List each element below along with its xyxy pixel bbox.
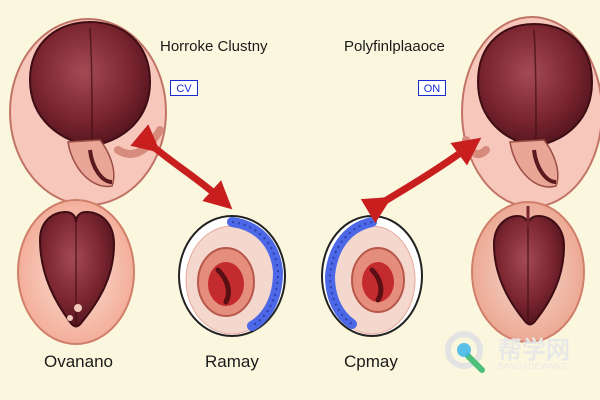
right-title: Polyfinlplaaoce [344,38,445,55]
center-left-cross-section [178,215,286,337]
left-title: Horroke Clustny [160,38,268,55]
watermark-logo [445,331,485,373]
watermark-latin-text: BANGXUEWANG [498,362,568,371]
top-left-organ-illustration [9,18,167,206]
caption-bottom-left: Ovanano [44,352,113,371]
left-double-arrow [130,124,233,210]
bottom-right-organ-illustration [471,201,585,343]
caption-center-right: Cpmay [344,352,398,371]
caption-center-left: Ramay [205,352,259,371]
watermark-chinese-text: 帮学网 [498,336,570,364]
right-badge: ON [418,80,446,96]
bottom-left-organ-illustration [17,199,135,345]
right-double-arrow [360,137,482,224]
top-right-organ-illustration [461,16,600,208]
center-right-cross-section [321,215,423,337]
left-badge: CV [170,80,198,96]
